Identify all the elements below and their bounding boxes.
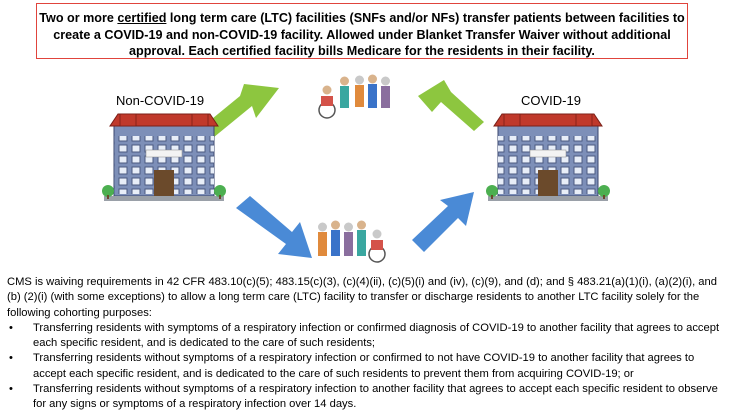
blue-arrow-left	[236, 196, 312, 258]
covid-building	[486, 113, 610, 201]
list-item: • Transferring residents with symptoms of…	[7, 321, 723, 352]
body-text: CMS is waiving requirements in 42 CFR 48…	[7, 275, 723, 413]
bullet-glyph: •	[9, 321, 13, 334]
caregivers-top-illustration	[318, 74, 390, 119]
headline-box: Two or more certified long term care (LT…	[36, 3, 688, 59]
green-arrow-right	[418, 80, 484, 131]
covid-label: COVID-19	[521, 93, 581, 108]
headline-part1: Two or more	[39, 11, 118, 25]
bullet-glyph: •	[9, 352, 13, 365]
green-arrow-left	[196, 84, 279, 142]
bullet-list: • Transferring residents with symptoms of…	[7, 321, 723, 413]
bullet-text: Transferring residents with symptoms of …	[33, 321, 720, 350]
bullet-text: Transferring residents without symptoms …	[33, 383, 718, 411]
headline-part2: long term care (LTC) facilities (SNFs an…	[53, 11, 685, 58]
list-item: • Transferring residents without symptoms…	[7, 351, 723, 382]
intro-paragraph: CMS is waiving requirements in 42 CFR 48…	[7, 276, 717, 319]
bullet-text: Transferring residents without symptoms …	[33, 352, 695, 380]
list-item: • Transferring residents without symptoms…	[7, 382, 723, 413]
non-covid-building	[102, 113, 226, 201]
bullet-glyph: •	[9, 383, 13, 396]
caregivers-bottom-illustration	[318, 220, 386, 263]
headline-underlined: certified	[117, 11, 167, 25]
non-covid-label: Non-COVID-19	[116, 93, 205, 108]
blue-arrow-right	[412, 192, 474, 252]
headline-text: Two or more certified long term care (LT…	[37, 10, 687, 60]
